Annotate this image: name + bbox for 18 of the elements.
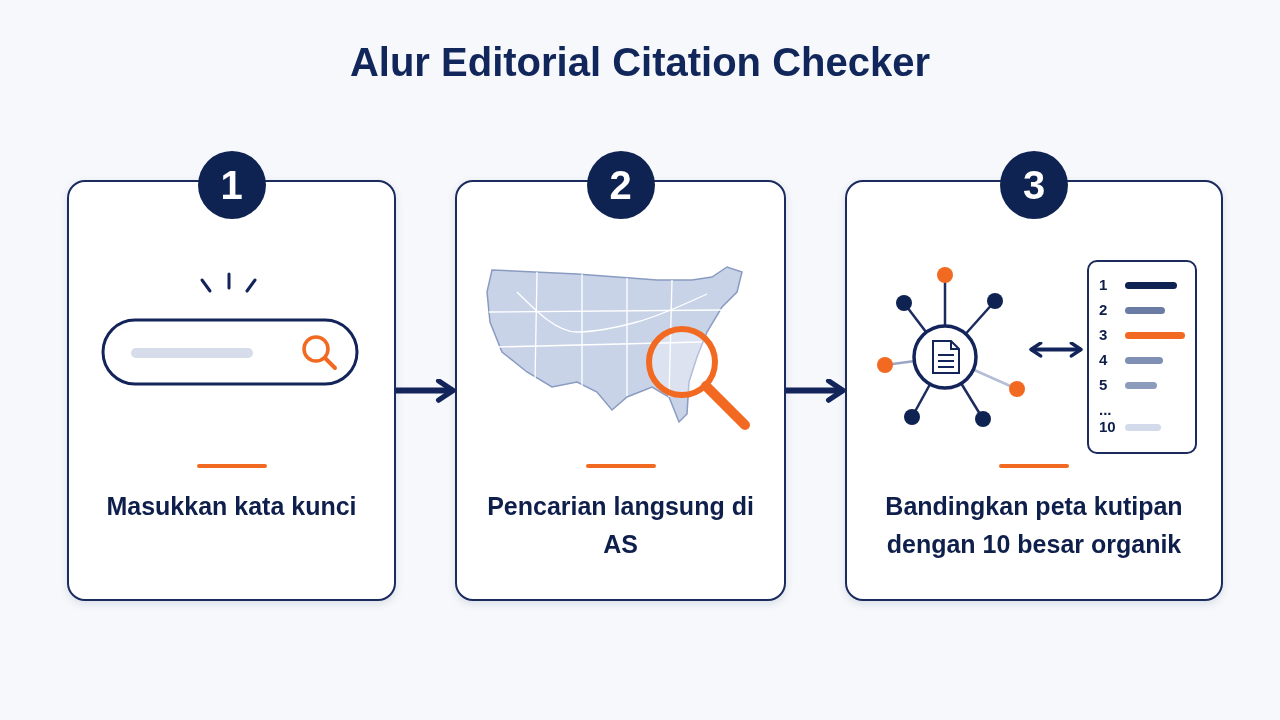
arrow — [786, 378, 846, 403]
rank-number: 1 — [1099, 276, 1108, 294]
rank-number: 5 — [1099, 376, 1108, 394]
arrow — [396, 378, 456, 403]
rank-number: 10 — [1099, 418, 1116, 436]
ranking-list — [1087, 260, 1197, 454]
title: Alur Editorial Citation Checker — [348, 40, 932, 85]
rank-number: ... — [1099, 401, 1112, 419]
step-number-badge: 3 — [1000, 151, 1068, 219]
step-label: Bandingkan peta kutipan dengan 10 besar organik — [884, 491, 1184, 560]
step-label: Masukkan kata kunci — [105, 491, 358, 522]
double-arrow — [1029, 341, 1083, 358]
step-number-badge: 2 — [586, 151, 655, 219]
rank-number: 3 — [1099, 326, 1108, 344]
rank-number: 4 — [1099, 351, 1108, 369]
step-number-badge: 1 — [197, 151, 266, 219]
rank-number: 2 — [1099, 301, 1108, 319]
step-label: Pencarian langsung di AS — [486, 491, 755, 560]
